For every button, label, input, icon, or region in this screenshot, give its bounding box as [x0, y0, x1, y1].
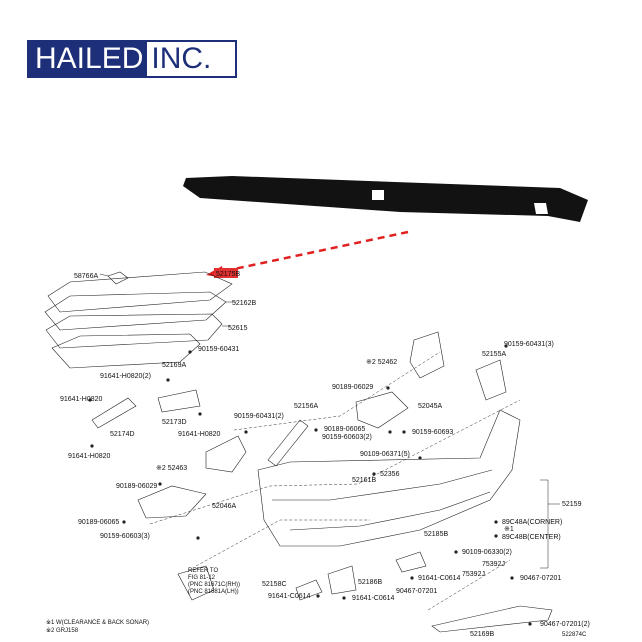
label-90159-60431-3: 90159-60431(3) [504, 341, 554, 348]
label-90467-07201-2: 90467-07201(2) [540, 621, 590, 628]
guide-dash-3 [233, 351, 441, 431]
guide-dash-1 [149, 399, 521, 525]
part-52185B-shape [395, 551, 427, 573]
company-logo: HAILED INC. [27, 40, 237, 78]
label-90159-60431-2: 90159-60431(2) [234, 413, 284, 420]
part-52186B-shape [327, 565, 357, 595]
part-52169B-shape [431, 605, 553, 633]
part-52156A-shape [267, 419, 309, 467]
label-52162B: 52162B [232, 300, 256, 307]
logo-left: HAILED [29, 42, 148, 76]
fastener-dots [88, 344, 532, 626]
label-52173D: 52173D [162, 419, 187, 426]
refer-line-4: (PNC 81681A(LH)) [188, 589, 239, 595]
guide-dash-2 [195, 519, 370, 567]
label-90467-07201-a: 90467-07201 [520, 575, 561, 582]
refer-line-3: (PNC 81671C(RH)) [188, 582, 240, 588]
label-52156A: 52156A [294, 403, 318, 410]
label-91641-H0820-2: 91641-H0820(2) [100, 373, 151, 380]
label-52356: 52356 [380, 471, 400, 478]
bumper-inner-line [272, 469, 493, 501]
part-52173D-shape [157, 389, 201, 413]
label-52158C: 52158C [262, 581, 287, 588]
label-91641-C0614-a: 91641-C0614 [418, 575, 461, 582]
label-91641-H0820-a: 91641-H0820 [60, 396, 103, 403]
callout-label: 52175B [216, 271, 240, 278]
part-52615-shape [45, 313, 223, 349]
part-52159-bumper [257, 409, 521, 547]
label-52462: ※2 52462 [366, 359, 397, 366]
label-90159-60693: 90159-60693 [412, 429, 453, 436]
guide-dash-4 [427, 559, 511, 611]
label-91641-H0820-b: 91641-H0820 [178, 431, 221, 438]
footnote-1: ※1 W(CLEARANCE & BACK SONAR) [46, 619, 149, 626]
label-89C48B: 89C48B(CENTER) [502, 534, 561, 541]
label-90109-06371-5: 90109-06371(5) [360, 451, 410, 458]
label-90109-06330-2: 90109-06330(2) [462, 549, 512, 556]
part-52169A-frame [51, 333, 201, 369]
label-52169B: 52169B [470, 631, 494, 638]
refer-lamp-shape [177, 565, 215, 601]
label-90159-60603-2: 90159-60603(2) [322, 434, 372, 441]
label-52155A: 52155A [482, 351, 506, 358]
illustration-code: 522874C [562, 632, 587, 638]
part-52174D-shape [91, 397, 137, 429]
step-pad-photo [183, 176, 588, 222]
logo-right: INC. [147, 42, 216, 76]
part-52158C-shape [295, 579, 323, 601]
label-52185B: 52185B [424, 531, 448, 538]
label-89C48A: 89C48A(CORNER) [502, 519, 562, 526]
footnote-2: ※2 GRJ158 [46, 627, 79, 634]
part-52155A-shape [475, 359, 507, 401]
part-52462-shape [409, 331, 445, 379]
label-58766A: 58766A [74, 273, 98, 280]
step-pad-notch [534, 203, 548, 214]
label-52174D: 52174D [110, 431, 135, 438]
part-52159-bracket [540, 479, 549, 569]
label-52186B: 52186B [358, 579, 382, 586]
step-pad-hole [372, 190, 384, 200]
label-52046A: 52046A [212, 503, 236, 510]
label-52045A: 52045A [418, 403, 442, 410]
refer-line-1: REFER TO [188, 568, 218, 574]
bumper-lower-line [289, 491, 491, 531]
label-52615: 52615 [228, 325, 248, 332]
part-52046A-shape [137, 485, 207, 519]
label-75392J-a: 75392J [462, 571, 485, 578]
label-52161B: 52161B [352, 477, 376, 484]
label-90159-60603-3: 90159-60603(3) [100, 533, 150, 540]
label-91641-C0614-b: 91641-C0614 [268, 593, 311, 600]
label-90189-06065-a: 90189-06065 [324, 426, 365, 433]
label-75392J-b: 75392J [482, 561, 505, 568]
label-91641-H0820-c: 91641-H0820 [68, 453, 111, 460]
refer-line-2: FIG 81-12 [188, 575, 216, 581]
part-52175B-shape [47, 271, 233, 313]
part-52463-shape [205, 435, 247, 473]
part-52045A-shape [355, 391, 409, 429]
label-91641-C0614-c: 91641-C0614 [352, 595, 395, 602]
label-90189-06065-b: 90189-06065 [78, 519, 119, 526]
label-52169A: 52169A [162, 362, 186, 369]
label-52159: 52159 [562, 501, 582, 508]
label-note-1: ※1 [504, 526, 514, 533]
label-90159-60431: 90159-60431 [198, 346, 239, 353]
callout-arrow-line [219, 230, 409, 274]
label-90189-06029-b: 90189-06029 [116, 483, 157, 490]
label-52463: ※2 52463 [156, 465, 187, 472]
label-90189-06029-a: 90189-06029 [332, 384, 373, 391]
callout-box [214, 268, 238, 278]
label-90467-07201-b: 90467-07201 [396, 588, 437, 595]
